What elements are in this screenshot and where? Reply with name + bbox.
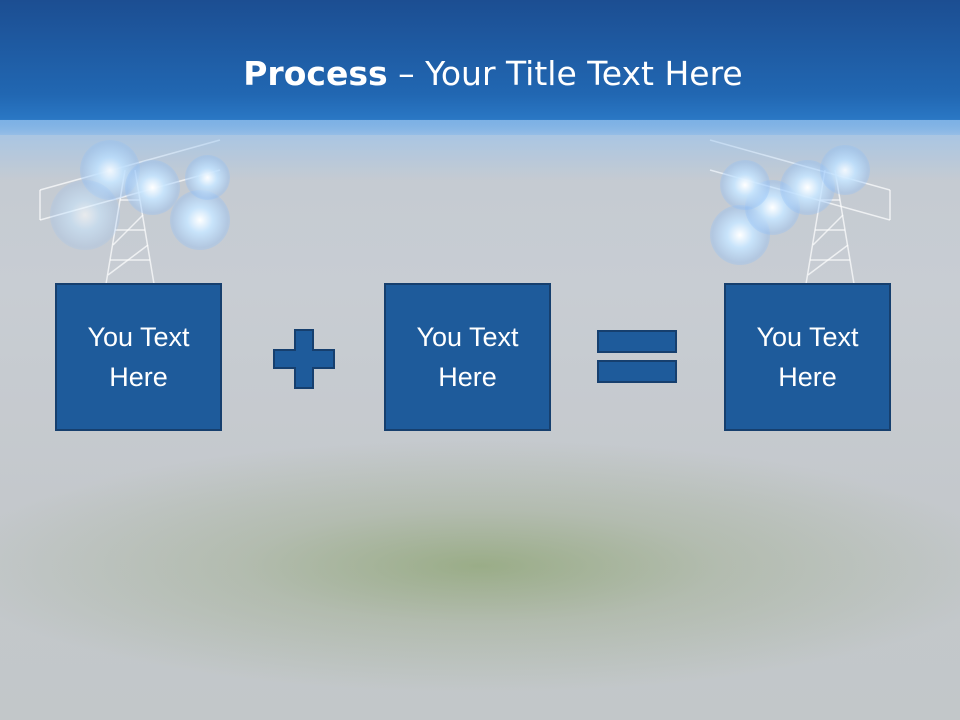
process-box-1: You Text Here [55, 283, 222, 431]
grass-field-background [0, 440, 960, 720]
equals-icon [597, 330, 677, 384]
plus-icon [273, 329, 335, 389]
slide-title: Process – Your Title Text Here [0, 52, 960, 96]
title-bar-glow [0, 120, 960, 180]
process-box-3-text: You Text Here [756, 322, 859, 392]
title-bar [0, 0, 960, 135]
process-box-1-text: You Text Here [87, 322, 190, 392]
process-box-2-text: You Text Here [416, 322, 519, 392]
process-box-2: You Text Here [384, 283, 551, 431]
title-rest: – Your Title Text Here [387, 54, 743, 93]
process-box-3: You Text Here [724, 283, 891, 431]
title-bold: Process [243, 54, 388, 93]
